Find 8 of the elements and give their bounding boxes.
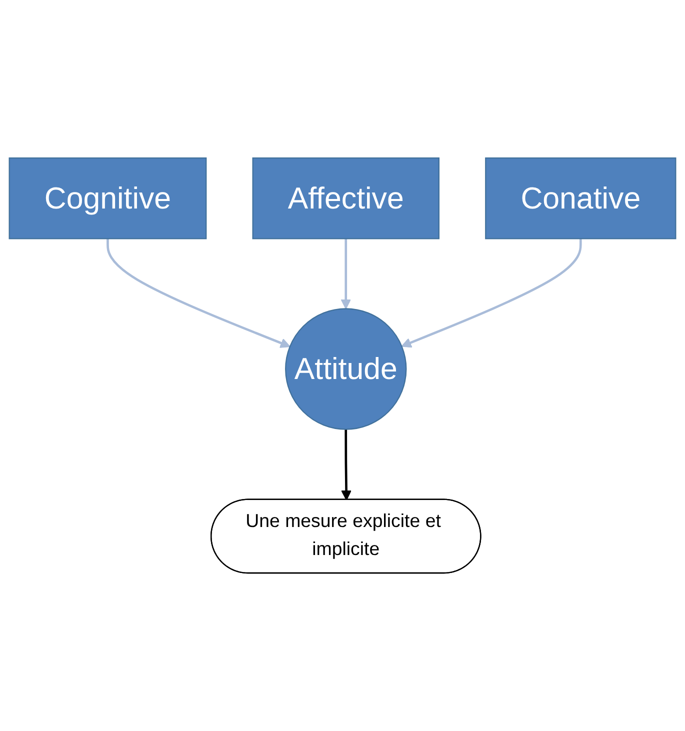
node-box: Affective [252, 157, 440, 240]
arrow [106, 238, 290, 348]
arrow [340, 238, 352, 310]
arrow [341, 429, 352, 500]
node-box: Cognitive [8, 157, 207, 240]
arrow [401, 238, 582, 348]
node-circle: Attitude [285, 308, 407, 430]
node-box: Conative [485, 157, 676, 240]
